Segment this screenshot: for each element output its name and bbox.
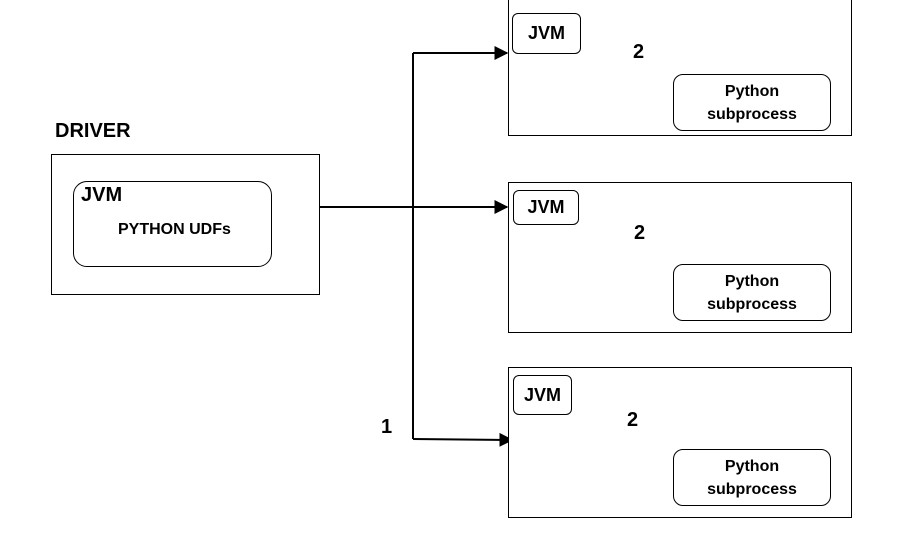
- executor-box-1: JVM Python subprocess: [508, 0, 852, 136]
- executor-jvm-label-1: JVM: [527, 23, 565, 43]
- driver-box: JVM PYTHON UDFs: [51, 154, 320, 295]
- python-udfs-label: PYTHON UDFs: [118, 221, 231, 238]
- exchange-label-1: 2: [633, 41, 645, 63]
- python-subprocess-box-3: Python subprocess: [673, 449, 831, 506]
- python-subprocess-label-1: Python subprocess: [707, 82, 797, 123]
- executor-jvm-box-3: JVM: [513, 375, 572, 415]
- executor-box-2: JVM Python subprocess: [508, 182, 852, 333]
- python-subprocess-box-2: Python subprocess: [673, 264, 831, 321]
- python-subprocess-label-3: Python subprocess: [707, 457, 797, 498]
- driver-jvm-box: JVM PYTHON UDFs: [73, 181, 272, 267]
- arrow-to-executor-3: [412, 432, 514, 447]
- driver-jvm-label: JVM: [81, 184, 123, 206]
- executor-jvm-label-2: JVM: [527, 197, 565, 217]
- python-subprocess-label-2: Python subprocess: [707, 272, 797, 313]
- executor-jvm-label-3: JVM: [523, 384, 561, 405]
- executor-jvm-box-2: JVM: [513, 190, 579, 225]
- exchange-label-2: 2: [634, 222, 646, 244]
- executor-jvm-box-1: JVM: [512, 13, 581, 54]
- exchange-label-3: 2: [627, 409, 639, 431]
- dispatch-label: 1: [381, 416, 393, 438]
- executor-box-3: JVM Python subprocess: [508, 367, 852, 518]
- driver-title: DRIVER: [55, 120, 131, 142]
- python-subprocess-box-1: Python subprocess: [673, 74, 831, 131]
